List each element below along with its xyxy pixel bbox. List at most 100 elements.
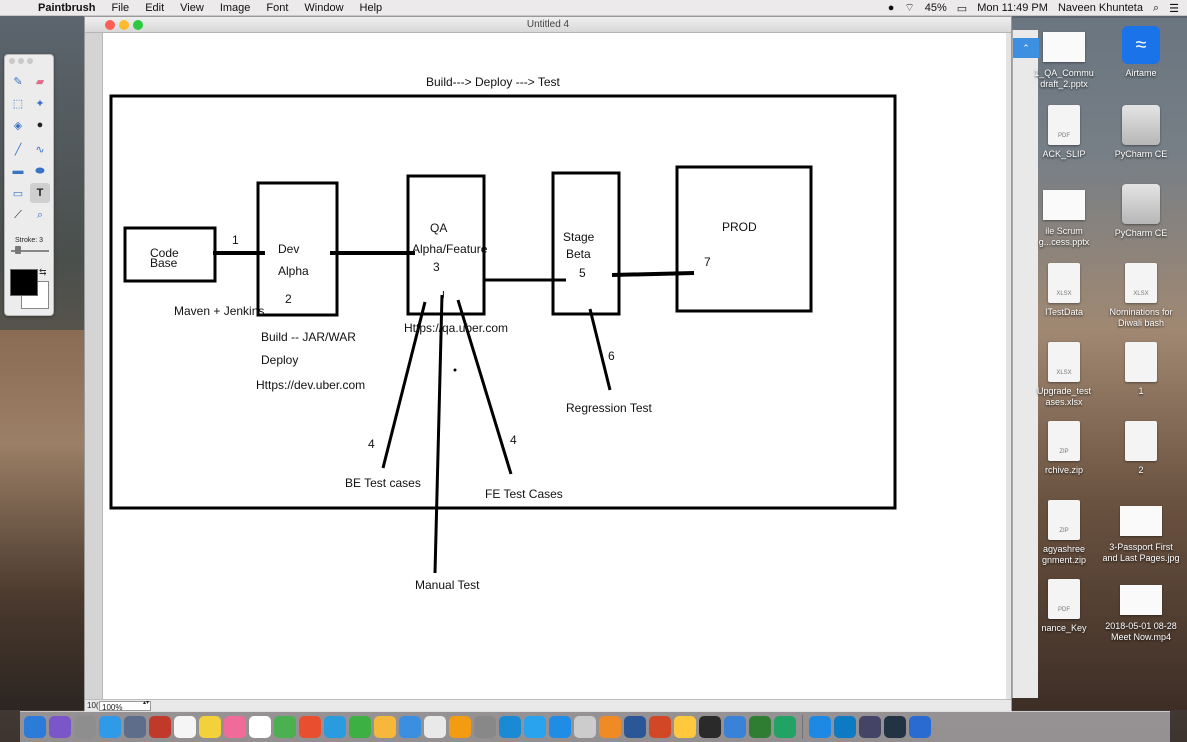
stroke-slider[interactable] bbox=[11, 250, 49, 252]
magic-wand-tool-icon[interactable]: ✦ bbox=[35, 97, 45, 110]
fill-bucket-tool-icon[interactable]: ◈ bbox=[13, 119, 23, 132]
close-window-icon[interactable] bbox=[105, 20, 115, 30]
menu-view[interactable]: View bbox=[180, 1, 204, 14]
dock-app-icon[interactable] bbox=[474, 716, 496, 738]
notification-center-icon[interactable]: ☰ bbox=[1169, 2, 1179, 15]
foreground-color-swatch[interactable] bbox=[10, 269, 38, 296]
menu-help[interactable]: Help bbox=[359, 1, 383, 14]
dock-app-icon[interactable] bbox=[99, 716, 121, 738]
ellipse-tool-icon[interactable]: ⬬ bbox=[35, 164, 45, 177]
battery-icon[interactable]: ▭ bbox=[956, 2, 968, 15]
desktop-icon[interactable]: PyCharm CE bbox=[1101, 184, 1181, 239]
dock-app-icon[interactable] bbox=[549, 716, 571, 738]
desktop-icon[interactable]: 1 bbox=[1101, 342, 1181, 397]
user-name[interactable]: Naveen Khunteta bbox=[1057, 2, 1143, 14]
zoom-window-icon[interactable] bbox=[133, 20, 143, 30]
menu-file[interactable]: File bbox=[111, 1, 130, 14]
background-window[interactable]: ⌃ bbox=[1012, 30, 1039, 698]
menu-window[interactable]: Window bbox=[304, 1, 344, 14]
dock-app-icon[interactable] bbox=[199, 716, 221, 738]
desktop-icon-label: 2018-05-01 08-28 Meet Now.mp4 bbox=[1105, 621, 1177, 642]
label-fe-test-cases: FE Test Cases bbox=[485, 487, 563, 501]
dock-app-icon[interactable] bbox=[524, 716, 546, 738]
line-tool-icon[interactable]: ╱ bbox=[14, 143, 22, 156]
desktop-icon[interactable]: 1_QA_Commu draft_2.pptx bbox=[1024, 26, 1104, 90]
dock-app-icon[interactable] bbox=[274, 716, 296, 738]
disk-image-icon bbox=[1122, 184, 1160, 224]
dock-app-icon[interactable] bbox=[599, 716, 621, 738]
rounded-rect-tool-icon[interactable]: ▭ bbox=[12, 187, 24, 200]
zoom-tool-icon[interactable]: ⌕ bbox=[36, 208, 44, 221]
dock-app-icon[interactable] bbox=[574, 716, 596, 738]
stroke-slider-knob[interactable] bbox=[15, 246, 21, 254]
battery-percent[interactable]: 45% bbox=[924, 2, 947, 14]
dock-app-icon[interactable] bbox=[224, 716, 246, 738]
dock-app-icon[interactable] bbox=[724, 716, 746, 738]
desktop-icon[interactable]: 3-Passport First and Last Pages.jpg bbox=[1101, 500, 1181, 564]
menu-image[interactable]: Image bbox=[219, 1, 251, 14]
dock-app-icon[interactable] bbox=[424, 716, 446, 738]
dock-app-icon[interactable] bbox=[399, 716, 421, 738]
menu-edit[interactable]: Edit bbox=[145, 1, 165, 14]
eyedropper-tool-icon[interactable]: ⟋ bbox=[14, 208, 22, 221]
dock-app-icon[interactable] bbox=[884, 716, 906, 738]
dock-app-icon[interactable] bbox=[249, 716, 271, 738]
dock-app-icon[interactable] bbox=[374, 716, 396, 738]
dock-app-icon[interactable] bbox=[699, 716, 721, 738]
zoom-select[interactable]: 100% bbox=[99, 700, 151, 712]
dock-app-icon[interactable] bbox=[674, 716, 696, 738]
record-icon[interactable]: ● bbox=[887, 2, 895, 14]
menu-font[interactable]: Font bbox=[266, 1, 289, 14]
swap-colors-icon[interactable]: ⇆ bbox=[39, 267, 47, 277]
clock[interactable]: Mon 11:49 PM bbox=[977, 2, 1048, 14]
dock-app-icon[interactable] bbox=[909, 716, 931, 738]
dock-app-icon[interactable] bbox=[299, 716, 321, 738]
dock-app-icon[interactable] bbox=[774, 716, 796, 738]
rectangle-tool-icon[interactable]: ▬ bbox=[12, 165, 24, 177]
wifi-icon[interactable]: ⌔ bbox=[904, 2, 915, 14]
dock-app-icon[interactable] bbox=[834, 716, 856, 738]
dock-app-icon[interactable] bbox=[124, 716, 146, 738]
brush-tool-icon[interactable]: ✎ bbox=[13, 75, 23, 88]
dock-app-icon[interactable] bbox=[449, 716, 471, 738]
eraser-tool-icon[interactable]: ▰ bbox=[35, 75, 45, 88]
dock-app-icon[interactable] bbox=[859, 716, 881, 738]
dock-app-icon[interactable] bbox=[74, 716, 96, 738]
desktop-icon[interactable]: ile Scrum g...cess.pptx bbox=[1024, 184, 1104, 248]
desktop-icon[interactable]: 2018-05-01 08-28 Meet Now.mp4 bbox=[1101, 579, 1181, 643]
spotlight-search-icon[interactable]: ⌕ bbox=[1152, 1, 1160, 14]
scroll-up-icon[interactable]: ⌃ bbox=[1013, 38, 1039, 58]
spray-tool-icon[interactable]: ● bbox=[36, 119, 44, 131]
dock-app-icon[interactable] bbox=[624, 716, 646, 738]
curve-tool-icon[interactable]: ∿ bbox=[35, 143, 45, 156]
desktop-icon[interactable]: ≈Airtame bbox=[1101, 26, 1181, 79]
menu-bar: Paintbrush File Edit View Image Font Win… bbox=[0, 0, 1187, 16]
dock-app-icon[interactable] bbox=[149, 716, 171, 738]
dock-app-icon[interactable] bbox=[809, 716, 831, 738]
dock-app-icon[interactable] bbox=[49, 716, 71, 738]
minimize-window-icon[interactable] bbox=[119, 20, 129, 30]
dock-app-icon[interactable] bbox=[649, 716, 671, 738]
label-prod: PROD bbox=[722, 220, 757, 234]
dock-app-icon[interactable] bbox=[324, 716, 346, 738]
drawing-canvas[interactable] bbox=[103, 33, 1008, 703]
dock-app-icon[interactable] bbox=[349, 716, 371, 738]
dock-app-icon[interactable] bbox=[499, 716, 521, 738]
text-tool-icon[interactable]: T bbox=[30, 183, 50, 203]
dock-app-icon[interactable] bbox=[749, 716, 771, 738]
vertical-scrollbar[interactable] bbox=[1006, 33, 1011, 703]
desktop-icon[interactable]: PyCharm CE bbox=[1101, 105, 1181, 160]
app-menu[interactable]: Paintbrush bbox=[38, 1, 96, 14]
dock-app-icon[interactable] bbox=[174, 716, 196, 738]
select-tool-icon[interactable]: ⬚ bbox=[12, 97, 24, 110]
window-titlebar[interactable]: Untitled 4 bbox=[85, 17, 1011, 33]
desktop-icon[interactable]: 2 bbox=[1101, 421, 1181, 476]
dock-app-icon[interactable] bbox=[24, 716, 46, 738]
